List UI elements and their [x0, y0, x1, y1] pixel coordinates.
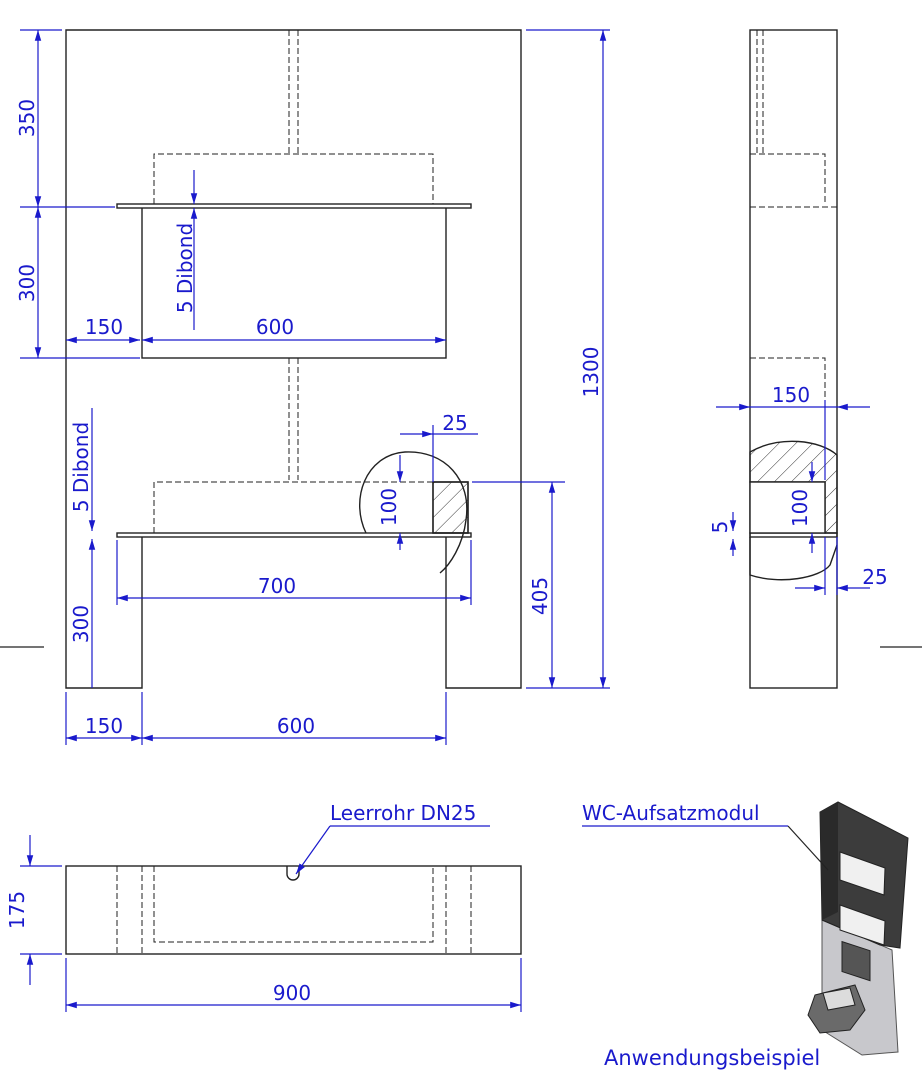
dim-lower-shelf-width: 700 — [258, 574, 296, 598]
example-caption: Anwendungsbeispiel — [604, 1046, 820, 1070]
top-dimensions — [20, 825, 522, 1012]
conduit-hole — [286, 866, 300, 881]
lower-cut-detail-circle — [359, 451, 468, 574]
dim-side-depth: 150 — [772, 383, 810, 407]
top-dim-labels: Leerrohr DN25 175 900 — [5, 801, 476, 1005]
top-view — [65, 865, 522, 955]
front-view — [65, 29, 522, 689]
upper-niche — [141, 206, 447, 359]
top-outline — [65, 865, 522, 955]
module-label: WC-Aufsatzmodul — [582, 801, 760, 825]
dim-side-panel-thickness: 5 — [708, 521, 732, 534]
front-dimensions — [20, 29, 610, 745]
side-dim-labels: 150 5 100 25 — [708, 383, 888, 589]
side-view — [749, 29, 838, 689]
dim-lower-cut-height: 100 — [377, 488, 401, 526]
dim-side-width-upper: 150 — [85, 315, 123, 339]
dim-shelf-height-floor: 405 — [528, 577, 552, 615]
upper-shelf-plate — [116, 203, 472, 209]
dim-side-cut-offset: 25 — [862, 565, 887, 589]
wc-module-illustration — [582, 801, 909, 1056]
lower-shelf-plate — [116, 532, 472, 538]
dim-side-cut-height: 100 — [788, 489, 812, 527]
dim-upper-shelf-width: 600 — [256, 315, 294, 339]
dim-leg-height: 300 — [69, 605, 93, 643]
dim-total-height: 1300 — [579, 347, 603, 398]
upper-panel-label: 5 Dibond — [173, 223, 197, 313]
conduit-label: Leerrohr DN25 — [330, 801, 476, 825]
lower-panel-label: 5 Dibond — [69, 422, 93, 512]
dim-top-width: 900 — [273, 981, 311, 1005]
dim-bottom-opening: 600 — [277, 714, 315, 738]
front-dim-labels: 350 300 150 600 5 Dibond 1300 5 Dibond 2… — [15, 99, 603, 738]
lower-cut-section — [432, 481, 469, 534]
side-dimensions — [716, 400, 870, 595]
side-outline — [749, 29, 838, 689]
dim-upper-niche-height: 300 — [15, 264, 39, 302]
dim-side-width-lower: 150 — [85, 714, 123, 738]
dim-top-depth: 175 — [5, 891, 29, 929]
dim-lower-cut-offset: 25 — [442, 411, 467, 435]
dim-top-height: 350 — [15, 99, 39, 137]
